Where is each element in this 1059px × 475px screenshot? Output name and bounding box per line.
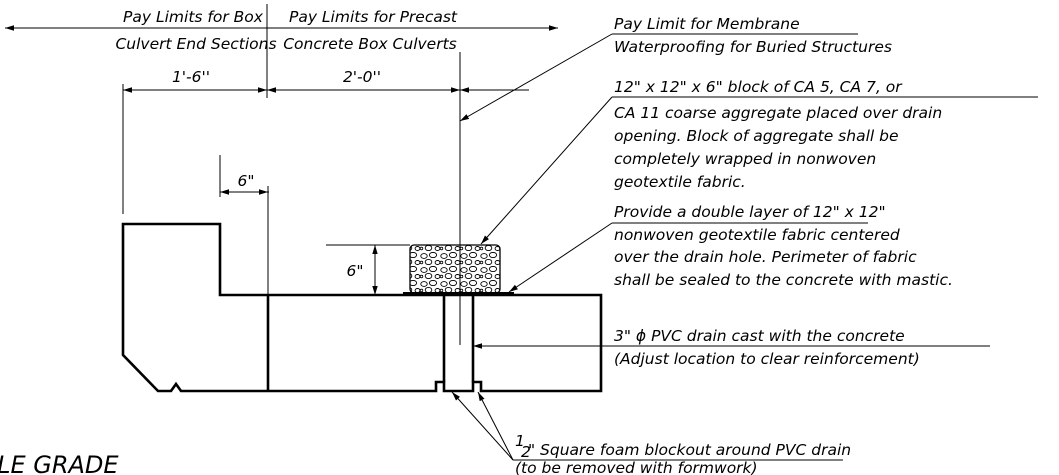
foam-note-line1: " Square foam blockout around PVC drain xyxy=(528,441,851,459)
pay-limit-box-line2: Culvert End Sections xyxy=(115,35,276,53)
foam-leader-right xyxy=(477,391,514,461)
foam-note: 1 2 " Square foam blockout around PVC dr… xyxy=(451,391,851,475)
aggregate-note-line1: 12" x 12" x 6" block of CA 5, CA 7, or xyxy=(614,78,903,96)
partial-title: ILE GRADE xyxy=(0,451,119,475)
step-dimension: 6" xyxy=(219,155,269,296)
dimension-end-section: 1'-6'' xyxy=(172,68,210,86)
fabric-leader xyxy=(508,222,613,293)
block-height-dimension: 6" xyxy=(326,244,410,295)
fabric-note-line1: Provide a double layer of 12" x 12" xyxy=(614,203,886,221)
aggregate-block xyxy=(403,244,514,294)
aggregate-note-line3: opening. Block of aggregate shall be xyxy=(614,127,899,145)
aggregate-note-line2: CA 11 coarse aggregate placed over drain xyxy=(614,104,942,122)
horizontal-dimensions: 1'-6'' 2'-0'' xyxy=(122,52,529,345)
aggregate-note: 12" x 12" x 6" block of CA 5, CA 7, or C… xyxy=(480,78,1038,245)
foam-note-line2: (to be removed with formwork) xyxy=(515,459,758,475)
fabric-note: Provide a double layer of 12" x 12" nonw… xyxy=(508,203,953,293)
fabric-note-line3: over the drain hole. Perimeter of fabric xyxy=(614,248,917,266)
foam-fraction-denominator: 2 xyxy=(521,443,531,461)
aggregate-note-line4: completely wrapped in nonwoven xyxy=(614,150,876,168)
pvc-note: 3" ϕ PVC drain cast with the concrete (A… xyxy=(473,327,990,368)
membrane-note: Pay Limit for Membrane Waterproofing for… xyxy=(459,15,892,122)
pay-limit-precast-line2: Concrete Box Culverts xyxy=(283,35,457,53)
dimension-precast: 2'-0'' xyxy=(343,68,381,86)
foam-fraction-numerator: 1 xyxy=(515,432,525,450)
membrane-note-line1: Pay Limit for Membrane xyxy=(614,15,800,33)
pay-limit-precast-line1: Pay Limits for Precast xyxy=(289,8,458,26)
pvc-note-line1: 3" ϕ PVC drain cast with the concrete xyxy=(614,327,905,345)
pvc-note-line2: (Adjust location to clear reinforcement) xyxy=(614,350,920,368)
dimension-step: 6" xyxy=(238,172,255,190)
culvert-section-outline xyxy=(121,222,603,393)
fabric-note-line4: shall be sealed to the concrete with mas… xyxy=(614,271,953,289)
membrane-leader xyxy=(459,33,613,122)
aggregate-note-line5: geotextile fabric. xyxy=(614,173,746,191)
foam-leader-left xyxy=(451,391,514,461)
fabric-note-line2: nonwoven geotextile fabric centered xyxy=(614,226,900,244)
pay-limits-group: Pay Limits for Box Culvert End Sections … xyxy=(5,4,558,98)
aggregate-leader xyxy=(480,96,613,245)
pay-limit-box-line1: Pay Limits for Box xyxy=(123,8,264,26)
membrane-note-line2: Waterproofing for Buried Structures xyxy=(614,38,892,56)
dimension-block-height: 6" xyxy=(347,262,364,280)
